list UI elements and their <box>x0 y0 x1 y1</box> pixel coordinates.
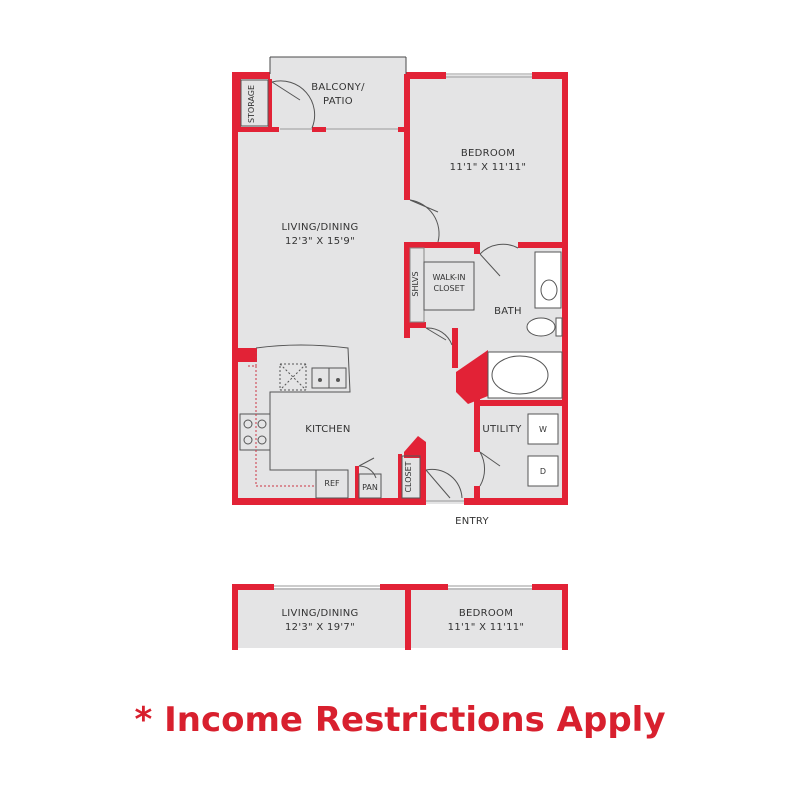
storage-label: STORAGE <box>247 85 256 123</box>
living-label: LIVING/DINING <box>281 222 358 233</box>
exterior-walls <box>232 72 568 505</box>
utility-label: UTILITY <box>482 424 522 435</box>
alt-plan: LIVING/DINING 12'3" X 19'7" BEDROOM 11'1… <box>232 584 568 650</box>
patio-label: PATIO <box>323 96 353 107</box>
utility-appliances <box>527 413 559 487</box>
balcony-label: BALCONY/ <box>311 82 365 93</box>
storage-outline <box>240 79 269 127</box>
bath-corner-wall <box>456 350 488 404</box>
ref-label: REF <box>324 479 340 488</box>
walkin-shelves <box>409 247 475 323</box>
refrigerator <box>315 469 349 499</box>
shlvs-label: SHLVS <box>411 271 420 296</box>
bath-fixtures <box>487 251 563 399</box>
washer <box>527 413 559 445</box>
alt-living-label: LIVING/DINING <box>281 608 358 619</box>
bath-label: BATH <box>494 306 522 317</box>
alt-bedroom-label: BEDROOM <box>459 608 513 619</box>
interior-walls <box>237 74 568 504</box>
closet-corner-wall <box>404 436 426 458</box>
door-swings <box>271 80 519 499</box>
kitchen-fixtures <box>239 344 421 499</box>
main-floor <box>237 75 566 504</box>
stove <box>239 413 271 451</box>
living-dims: 12'3" X 15'9" <box>285 236 355 247</box>
entry-label: ENTRY <box>455 516 489 527</box>
walkin-label: WALK-IN <box>432 273 465 282</box>
dishwasher <box>279 363 307 391</box>
windows <box>280 73 532 130</box>
dryer <box>527 455 559 487</box>
entry-closet <box>401 455 421 499</box>
pantry <box>358 473 382 499</box>
dryer-label: D <box>540 467 546 476</box>
bedroom-label: BEDROOM <box>461 148 515 159</box>
alt-bedroom-dims: 11'1" X 11'11" <box>448 622 525 633</box>
sink <box>540 279 558 301</box>
kitchen-label: KITCHEN <box>305 424 350 435</box>
alt-living-dims: 12'3" X 19'7" <box>285 622 355 633</box>
income-restrictions-notice: * Income Restrictions Apply <box>134 700 666 740</box>
washer-label: W <box>539 425 547 434</box>
closet-label: CLOSET <box>404 461 413 492</box>
walkin-closet-label: CLOSET <box>433 284 464 293</box>
bedroom-dims: 11'1" X 11'11" <box>450 162 527 173</box>
balcony-outline <box>269 56 407 74</box>
toilet <box>526 317 556 337</box>
pan-label: PAN <box>362 483 378 492</box>
